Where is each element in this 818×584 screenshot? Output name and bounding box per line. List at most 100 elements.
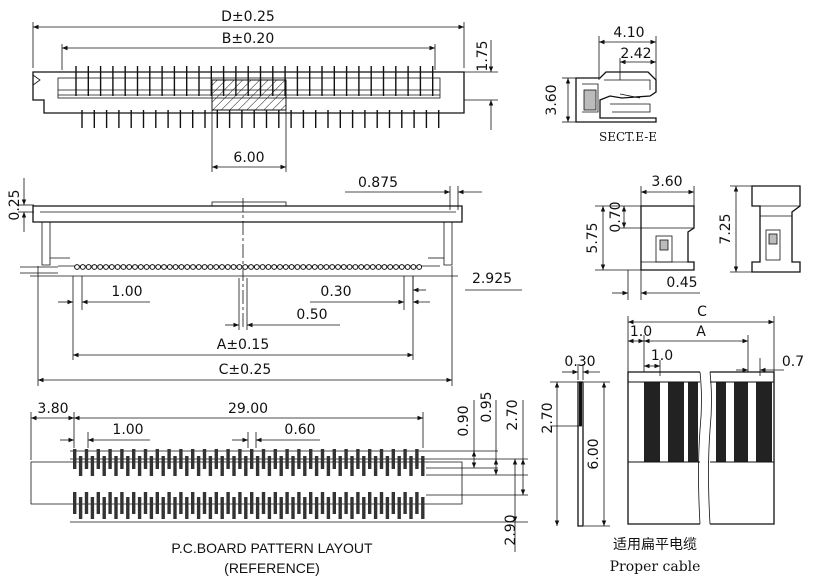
front-pin <box>282 264 289 270</box>
pcb-pad <box>314 456 319 476</box>
front-pin <box>172 264 179 270</box>
dim-410: 4.10 <box>613 25 644 41</box>
front-pin <box>190 264 196 270</box>
pcb-pad <box>350 456 354 476</box>
front-pin <box>265 264 272 270</box>
front-pin <box>369 264 376 270</box>
front-pin <box>74 264 80 270</box>
pcb-pad <box>326 497 331 519</box>
pcb-pad <box>90 497 95 519</box>
front-pin <box>97 264 104 270</box>
front-pin <box>184 264 191 270</box>
pcb-pad <box>291 497 295 519</box>
pcb-pad <box>73 492 77 514</box>
pcb-pad <box>161 497 165 519</box>
pcb-pad <box>368 449 372 469</box>
front-pin <box>358 264 365 270</box>
dim-050: 0.50 <box>296 307 327 323</box>
pcb-pad <box>114 497 118 519</box>
dim-b: B±0.20 <box>222 31 275 47</box>
front-pin <box>311 264 318 270</box>
pcb-pad <box>267 497 272 519</box>
front-pin <box>224 264 231 270</box>
pcb-pad <box>149 456 154 476</box>
pcb-pad <box>114 456 118 476</box>
pcb-pad <box>161 456 165 476</box>
front-pin <box>178 264 185 270</box>
pcb-pad <box>338 497 342 519</box>
dim-a: A±0.15 <box>217 337 269 353</box>
pcb-pad <box>102 497 106 519</box>
pcb-pad <box>78 456 83 476</box>
pcb-pad <box>338 456 342 476</box>
pcb-pad <box>297 449 301 469</box>
cable-label-en: Proper cable <box>610 559 701 575</box>
pcb-pad <box>244 456 248 476</box>
cable-view: C 1.0 A 1.0 0.7 0.30 2.70 6.00 <box>540 304 804 575</box>
front-pin <box>259 264 266 270</box>
pcb-pad <box>220 497 224 519</box>
front-pin <box>166 264 173 270</box>
pcb-pad <box>373 456 378 476</box>
cable-label-cn: 适用扁平电缆 <box>613 536 697 552</box>
pcb-pad <box>261 449 266 469</box>
cable-conductor <box>644 382 660 462</box>
pcb-pad <box>126 497 130 519</box>
pcb-pad <box>73 449 77 469</box>
dim-290: 2.90 <box>503 514 519 545</box>
pcb-pad <box>202 492 207 514</box>
pcb-pad <box>403 492 407 514</box>
pcb-pad <box>232 456 236 476</box>
pcb-pad <box>155 449 159 469</box>
front-pin <box>201 264 208 270</box>
pcb-pad <box>409 497 413 519</box>
pcb-pad <box>244 497 248 519</box>
cable-dim-c: C <box>697 304 707 320</box>
front-pin <box>248 264 254 270</box>
dim-575: 5.75 <box>585 222 601 253</box>
front-pin <box>85 264 92 270</box>
dim-pcb-pitch: 1.00 <box>112 422 143 438</box>
pcb-pad <box>108 492 112 514</box>
pcb-pad <box>179 492 183 514</box>
pcb-pad <box>309 492 313 514</box>
pcb-pad <box>297 492 301 514</box>
pcb-pad <box>285 449 289 469</box>
cable-conductor <box>716 382 726 462</box>
pcb-pad <box>385 456 390 476</box>
pcb-pad <box>350 497 354 519</box>
pcb-pad <box>120 492 124 514</box>
dim-pcb-270: 2.70 <box>505 399 521 430</box>
front-pin <box>329 264 336 270</box>
front-pin <box>277 264 283 270</box>
front-pin <box>306 264 312 270</box>
pcb-pad <box>167 449 171 469</box>
pcb-pad <box>137 456 142 476</box>
pcb-pad <box>132 449 136 469</box>
pcb-pad <box>255 497 260 519</box>
cable-dim-600: 6.00 <box>586 438 602 469</box>
pcb-pad <box>232 497 236 519</box>
front-pin <box>230 264 237 270</box>
front-pin <box>213 264 220 270</box>
pcb-pad <box>409 456 413 476</box>
dim-090: 0.90 <box>456 405 472 436</box>
front-pin <box>132 264 138 270</box>
front-pin <box>317 264 324 270</box>
pcb-pad <box>155 492 159 514</box>
dim-242: 2.42 <box>620 46 651 62</box>
front-pin <box>137 264 144 270</box>
pcb-pad <box>143 492 148 514</box>
cable-conductor <box>756 382 772 462</box>
dim-725: 7.25 <box>718 213 734 244</box>
cable-dim-a: A <box>696 324 706 340</box>
pcb-pad <box>391 449 395 469</box>
pcb-pad <box>291 456 295 476</box>
front-pin <box>340 264 347 270</box>
pcb-pad <box>261 492 266 514</box>
pcb-pad <box>250 449 254 469</box>
dim-0875: 0.875 <box>358 175 398 191</box>
dim-2900: 29.00 <box>228 401 268 417</box>
front-pin <box>323 264 330 270</box>
